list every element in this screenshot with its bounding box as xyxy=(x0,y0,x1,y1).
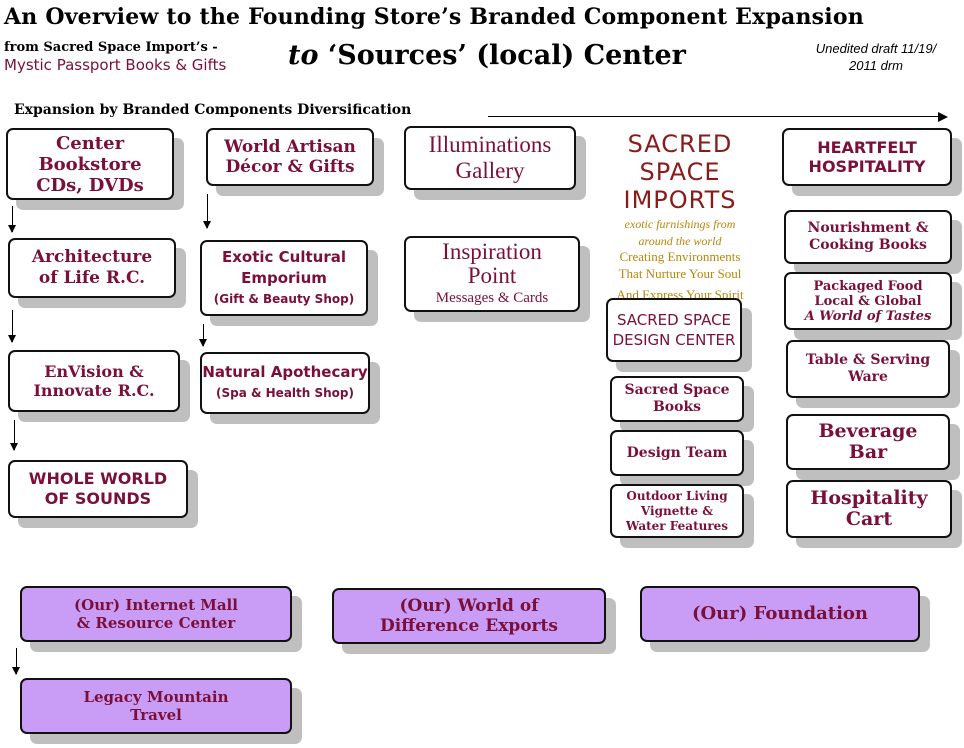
box-line: Inspiration xyxy=(442,239,542,264)
box-line: (Gift & Beauty Shop) xyxy=(213,291,355,306)
logo-title-line-1: SACRED SPACE xyxy=(627,130,733,186)
arrow-down xyxy=(203,194,211,229)
box-line: Gallery xyxy=(455,158,525,183)
whole-world-of-sounds-box: WHOLE WORLD OF SOUNDS xyxy=(8,460,188,518)
arrow-down xyxy=(8,206,16,233)
box-line: World Artisan xyxy=(224,137,356,157)
box-line: Natural Apothecary xyxy=(202,363,368,381)
box-line: (Our) World of xyxy=(399,596,539,616)
world-of-difference-exports-box: (Our) World of Difference Exports xyxy=(332,588,606,644)
box-line: Emporium xyxy=(241,268,327,287)
box-line: Bar xyxy=(848,441,888,463)
page-title: An Overview to the Founding Store’s Bran… xyxy=(4,4,864,30)
arrow-down xyxy=(199,324,207,347)
draft-line-1: Unedited draft 11/19/ xyxy=(815,41,937,56)
box-line: Sacred Space xyxy=(624,382,730,398)
box-line: & Resource Center xyxy=(76,614,236,632)
box-line: SACRED SPACE xyxy=(616,311,732,329)
box-line: WHOLE WORLD xyxy=(28,469,168,488)
arrow-down xyxy=(10,420,18,451)
table-serving-ware-box: Table & Serving Ware xyxy=(786,340,950,398)
nourishment-cooking-books-box: Nourishment & Cooking Books xyxy=(784,210,952,264)
sources-center-text: ‘Sources’ (local) Center xyxy=(318,40,686,71)
packaged-food-box: Packaged Food Local & Global A World of … xyxy=(784,272,952,330)
expansion-axis-arrowhead xyxy=(938,112,948,122)
box-line: (Our) Foundation xyxy=(691,603,869,624)
arrow-down xyxy=(8,310,16,343)
design-team-box: Design Team xyxy=(610,430,744,476)
from-line-1: from Sacred Space Import’s - xyxy=(4,40,218,55)
exotic-cultural-emporium-box: Exotic Cultural Emporium (Gift & Beauty … xyxy=(200,240,368,316)
box-line: Table & Serving xyxy=(805,352,931,368)
box-line: Difference Exports xyxy=(380,616,558,636)
expansion-axis-label: Expansion by Branded Components Diversif… xyxy=(14,102,412,118)
box-line: HOSPITALITY xyxy=(808,157,926,176)
box-line: Messages & Cards xyxy=(435,290,549,306)
box-line: Hospitality xyxy=(810,487,928,509)
box-line: CDs, DVDs xyxy=(36,174,144,196)
illuminations-gallery-box: Illuminations Gallery xyxy=(404,126,576,190)
box-line: Design Team xyxy=(626,444,728,461)
draft-note: Unedited draft 11/19/ 2011 drm xyxy=(796,40,956,74)
sacred-space-design-center-box: SACRED SPACE DESIGN CENTER xyxy=(606,298,742,362)
heartfelt-hospitality-box: HEARTFELT HOSPITALITY xyxy=(782,128,952,186)
logo-line-1: Creating Environments xyxy=(619,249,741,264)
box-line: Cart xyxy=(845,508,893,530)
box-line: Water Features xyxy=(625,518,729,533)
box-line: HEARTFELT xyxy=(817,138,917,157)
box-line: Books xyxy=(652,399,702,415)
architecture-of-life-box: Architecture of Life R.C. xyxy=(8,238,176,298)
box-line: EnVision & xyxy=(44,362,144,381)
arrow-down xyxy=(12,648,20,675)
center-bookstore-box: Center Bookstore CDs, DVDs xyxy=(6,128,174,200)
box-line: Ware xyxy=(848,369,888,385)
box-line: Architecture xyxy=(31,247,153,267)
legacy-mountain-travel-box: Legacy Mountain Travel xyxy=(20,678,292,734)
box-line: Illuminations xyxy=(428,132,552,157)
box-line: Décor & Gifts xyxy=(225,157,355,177)
sacred-space-imports-logo: SACRED SPACE IMPORTS exotic furnishings … xyxy=(598,130,762,303)
box-line: Bookstore xyxy=(38,153,142,175)
box-line: Center xyxy=(55,132,125,154)
sources-center-heading: to ‘Sources’ (local) Center xyxy=(288,40,686,71)
outdoor-living-box: Outdoor Living Vignette & Water Features xyxy=(610,484,744,538)
box-line: Beverage xyxy=(818,420,918,442)
sacred-space-books-box: Sacred Space Books xyxy=(610,376,744,422)
box-line: Packaged Food xyxy=(813,278,923,294)
box-line: Legacy Mountain xyxy=(83,688,229,706)
expansion-axis-line xyxy=(488,116,940,117)
our-foundation-box: (Our) Foundation xyxy=(640,586,920,642)
hospitality-cart-box: Hospitality Cart xyxy=(786,480,952,538)
inspiration-point-box: Inspiration Point Messages & Cards xyxy=(404,236,580,312)
box-line: Exotic Cultural xyxy=(222,247,346,266)
logo-title-line-2: IMPORTS xyxy=(623,186,737,214)
logo-tagline-2: around the world xyxy=(638,234,722,248)
box-line: OF SOUNDS xyxy=(44,489,152,508)
box-line: Local & Global xyxy=(814,293,922,309)
box-line: Cooking Books xyxy=(809,237,927,253)
envision-innovate-box: EnVision & Innovate R.C. xyxy=(8,350,180,412)
natural-apothecary-box: Natural Apothecary (Spa & Health Shop) xyxy=(200,352,370,414)
draft-line-2: 2011 drm xyxy=(849,58,903,73)
logo-tagline-1: exotic furnishings from xyxy=(624,217,736,231)
box-line: A World of Tastes xyxy=(804,308,932,324)
box-line: Vignette & xyxy=(640,503,714,518)
box-line: (Spa & Health Shop) xyxy=(216,386,354,400)
internet-mall-box: (Our) Internet Mall & Resource Center xyxy=(20,586,292,642)
box-line: Nourishment & xyxy=(807,220,929,236)
from-line-2: Mystic Passport Books & Gifts xyxy=(4,56,227,74)
world-artisan-box: World Artisan Décor & Gifts xyxy=(206,128,374,186)
box-line: Outdoor Living xyxy=(626,488,728,503)
logo-line-2: That Nurture Your Soul xyxy=(618,266,742,281)
beverage-bar-box: Beverage Bar xyxy=(786,414,950,470)
box-line: Point xyxy=(467,263,517,288)
box-line: Innovate R.C. xyxy=(33,381,155,400)
box-line: (Our) Internet Mall xyxy=(74,596,238,614)
box-line: of Life R.C. xyxy=(38,268,146,288)
box-line: DESIGN CENTER xyxy=(612,331,736,349)
to-word: to xyxy=(288,40,319,71)
box-line: Travel xyxy=(130,706,182,724)
